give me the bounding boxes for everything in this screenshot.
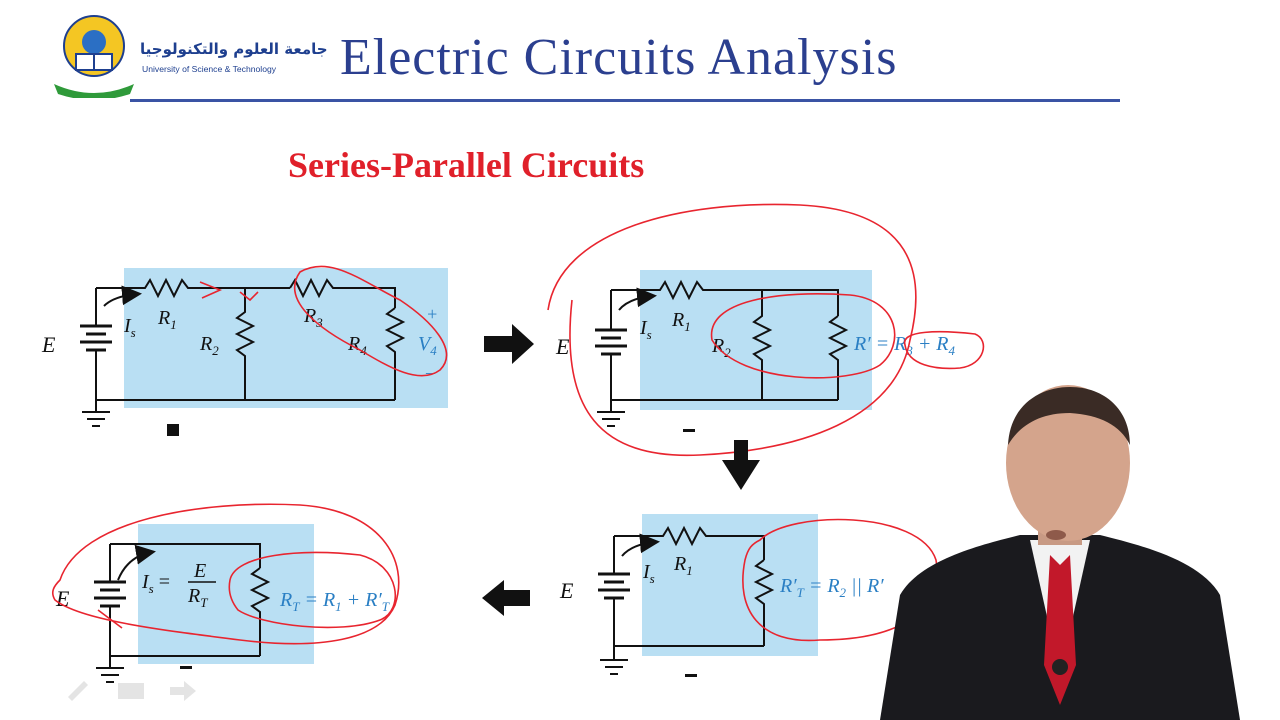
menu-icon[interactable] [118,683,144,699]
circuit-1-plus-sign: + [426,304,438,324]
circuit-1-current-label: Is [123,315,136,340]
step-arrow-down-icon [722,440,760,490]
circuit-1-r4-label: R4 [347,333,367,358]
circuit-3-r1-label: R1 [673,553,693,578]
circuit-4-annotations [52,503,400,645]
circuit-4-fraction-denominator: RT [187,585,208,610]
circuit-2-rprime-equation: R′ = R3 + R4 [853,333,956,358]
pen-icon[interactable] [68,681,88,701]
circuit-1-r1-label: R1 [157,307,177,332]
circuit-4: E Is = E RT RT = R1 + R′T [52,503,400,683]
circuit-3-panel [642,514,818,656]
circuit-4-current-equation: Is = [141,571,170,596]
circuit-4-source-label: E [55,586,70,611]
circuit-3-annotations [742,518,938,642]
circuit-1-source-label: E [41,332,56,357]
university-logo-icon [54,15,134,98]
circuit-4-fraction-numerator: E [193,560,206,582]
slide-title: Electric Circuits Analysis [340,29,898,86]
circuit-4-panel [138,524,314,664]
title-divider [130,99,1120,102]
slide-subtitle: Series-Parallel Circuits [288,145,645,185]
university-name-english: University of Science & Technology [142,64,277,74]
circuit-1-v4-label: V4 [418,333,437,358]
circuit-3-marker-dash [685,674,697,677]
university-name-arabic: جامعة العلوم والتكنولوجيا [140,40,328,58]
circuit-1-annotations [199,265,448,377]
circuit-4-rt-equation: RT = R1 + R′T [279,589,390,614]
circuit-2-marker-dash [683,429,695,432]
slide-toolbar [68,681,196,701]
circuit-1-minus-sign: – [425,362,436,382]
circuit-3-source-label: E [559,578,574,603]
circuit-3: E Is R1 R′T = R2 || R′ [559,514,938,677]
circuit-2-source-label: E [555,334,570,359]
step-arrow-left-icon [482,580,530,616]
circuit-3-current-label: Is [642,561,655,586]
circuit-1-marker-square [167,424,179,436]
next-slide-icon[interactable] [170,681,196,701]
circuit-2: E Is R1 R2 R′ = R3 + R4 [547,203,985,457]
circuit-2-current-label: Is [639,317,652,342]
circuit-1-r2-label: R2 [199,333,219,358]
step-arrow-right-icon [484,324,534,364]
presenter-video [880,385,1240,720]
circuit-3-rtprime-equation: R′T = R2 || R′ [779,575,884,600]
circuit-2-annotations [547,203,985,457]
circuit-2-r1-label: R1 [671,309,691,334]
circuit-1: E Is R1 R2 R3 R4 V4 + – [41,265,448,436]
circuit-4-marker-dash [180,666,192,669]
